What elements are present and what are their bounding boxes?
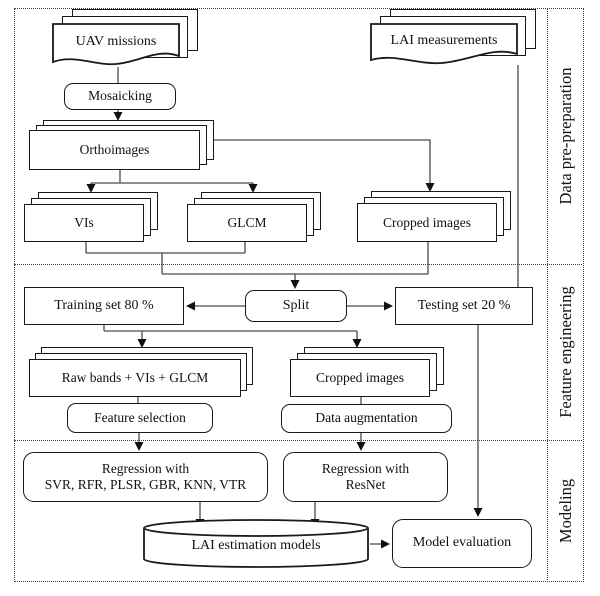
node-label: Cropped images (357, 203, 497, 242)
node-data-augmentation: Data augmentation (281, 404, 452, 433)
connectors (85, 65, 519, 545)
node-label: Orthoimages (29, 130, 200, 170)
node-mosaicking: Mosaicking (64, 83, 176, 110)
document-shape (52, 23, 180, 66)
node-label: Cropped images (290, 359, 430, 397)
node-model-evaluation: Model evaluation (392, 519, 532, 568)
node-label-line1: Regression with (101, 460, 190, 476)
node-label: LAI estimation models (191, 538, 321, 553)
section-label-modeling: Modeling (556, 478, 575, 544)
document-shape (370, 23, 518, 65)
node-lai-models: LAI estimation models (142, 518, 370, 568)
node-label: Feature selection (94, 409, 186, 425)
node-regression-ml: Regression with SVR, RFR, PLSR, GBR, KNN… (23, 452, 268, 502)
node-label: UAV missions (75, 33, 157, 49)
node-training-set: Training set 80 % (24, 287, 184, 325)
node-label: Training set 80 % (54, 297, 154, 313)
cylinder-shape (143, 519, 369, 568)
node-label-line2: SVR, RFR, PLSR, GBR, KNN, VTR (44, 477, 247, 492)
node-lai-measurements: LAI measurements (370, 9, 536, 67)
node-uav-missions: UAV missions (52, 9, 198, 69)
section-label-data-pre-preparation: Data pre-preparation (556, 67, 575, 205)
node-label: Mosaicking (88, 88, 152, 104)
node-label: Data augmentation (315, 410, 418, 426)
node-label: LAI measurements (390, 33, 498, 49)
node-label: Raw bands + VIs + GLCM (29, 359, 241, 397)
node-label: Testing set 20 % (417, 297, 511, 313)
node-regression-resnet: Regression with ResNet (283, 452, 448, 502)
node-label: VIs (24, 204, 144, 242)
node-label-line2: ResNet (345, 477, 386, 492)
node-testing-set: Testing set 20 % (395, 287, 533, 325)
node-split: Split (245, 290, 347, 322)
node-label: Split (282, 297, 310, 313)
node-label: Model evaluation (412, 535, 512, 551)
node-feature-selection: Feature selection (67, 403, 213, 433)
node-label-line1: Regression with (321, 460, 410, 476)
node-label: GLCM (187, 204, 307, 242)
